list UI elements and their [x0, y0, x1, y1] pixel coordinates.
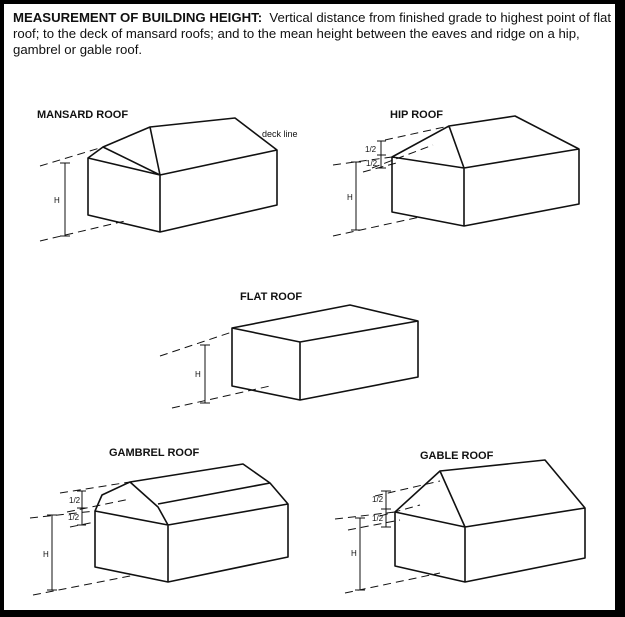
deck-line-label: deck line	[262, 129, 298, 139]
mansard-label: MANSARD ROOF	[37, 109, 128, 121]
mansard-roof-diagram: MANSARD ROOF deck line H	[37, 109, 298, 242]
gable-h-label: H	[351, 549, 357, 558]
hip-roof-diagram: HIP ROOF 1/2 1/2 H	[332, 109, 580, 237]
gambrel-h-label: H	[43, 550, 49, 559]
gambrel-half-top: 1/2	[69, 496, 81, 505]
hip-half-top: 1/2	[365, 145, 377, 154]
hip-h-label: H	[347, 193, 353, 202]
flat-roof-diagram: FLAT ROOF H	[159, 291, 419, 409]
gable-label: GABLE ROOF	[420, 450, 494, 462]
gambrel-label: GAMBREL ROOF	[109, 447, 200, 459]
heading-title: MEASUREMENT OF BUILDING HEIGHT:	[13, 10, 263, 25]
gable-half-bottom: 1/2	[372, 514, 384, 523]
heading-description: Vertical distance from finished grade to…	[13, 10, 612, 57]
diagram-page	[4, 4, 617, 613]
mansard-h-label: H	[54, 196, 60, 205]
gable-roof-diagram: GABLE ROOF 1/2 1/2 H	[334, 450, 586, 594]
hip-label: HIP ROOF	[390, 109, 443, 121]
flat-h-label: H	[195, 370, 201, 379]
flat-label: FLAT ROOF	[240, 291, 302, 303]
gambrel-half-bottom: 1/2	[68, 513, 80, 522]
gable-half-top: 1/2	[372, 495, 384, 504]
heading: MEASUREMENT OF BUILDING HEIGHT: Vertical…	[13, 10, 613, 58]
hip-half-bottom: 1/2	[366, 159, 378, 168]
gambrel-roof-diagram: GAMBREL ROOF 1/2 1/2 H	[29, 447, 289, 596]
